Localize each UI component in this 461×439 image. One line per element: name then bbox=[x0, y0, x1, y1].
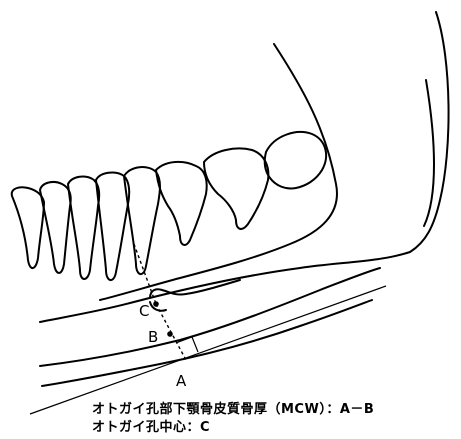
tooth bbox=[156, 162, 207, 245]
tooth bbox=[204, 149, 268, 229]
teeth bbox=[12, 132, 326, 280]
point-a-label: A bbox=[176, 372, 187, 390]
tangent-line bbox=[30, 286, 386, 414]
caption-foramen-center: オトガイ孔中心：C bbox=[92, 420, 210, 436]
tooth-axis-dashed-line bbox=[134, 244, 156, 304]
tooth bbox=[40, 182, 71, 273]
ramus-inner-outline bbox=[424, 80, 434, 226]
tooth bbox=[12, 187, 44, 268]
mandible-inferior-border bbox=[42, 300, 372, 386]
tooth bbox=[265, 132, 326, 189]
tooth bbox=[68, 177, 99, 279]
point-b-label: B bbox=[148, 328, 158, 346]
point-b-dot bbox=[167, 331, 173, 337]
mandible-inner-cortex bbox=[40, 268, 380, 366]
point-c-label: C bbox=[139, 302, 149, 320]
tooth bbox=[124, 167, 160, 274]
caption-mcw: オトガイ孔部下顎骨皮質骨厚（MCW）：A－B bbox=[92, 402, 374, 418]
tooth bbox=[96, 173, 129, 281]
ramus-outline bbox=[40, 12, 449, 322]
point-c-dot bbox=[153, 301, 159, 307]
